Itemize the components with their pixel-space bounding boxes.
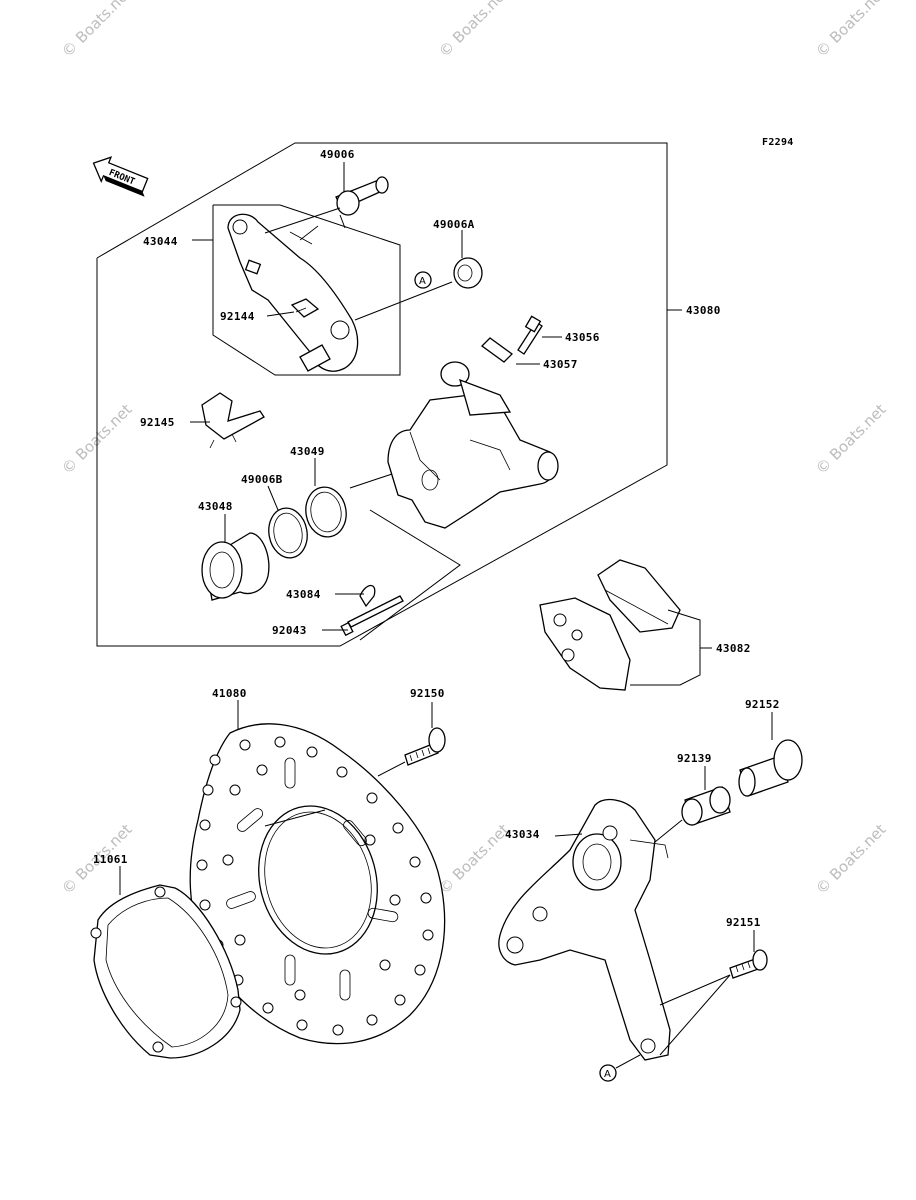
label-43034: 43034 [505, 828, 540, 841]
label-49006: 49006 [320, 148, 355, 161]
label-43048: 43048 [198, 500, 233, 513]
label-43057: 43057 [543, 358, 578, 371]
bushing-92152 [738, 739, 803, 797]
label-11061: 11061 [93, 853, 128, 866]
label-92145: 92145 [140, 416, 175, 429]
label-92043: 92043 [272, 624, 307, 637]
pad-spring-92145 [201, 392, 265, 449]
label-43080: 43080 [686, 304, 721, 317]
figure-code: F2294 [762, 137, 794, 148]
bleeder-valve-43056 [517, 315, 543, 355]
label-41080: 41080 [212, 687, 247, 700]
label-92152: 92152 [745, 698, 780, 711]
bolt-92151 [729, 949, 768, 979]
ref-marker-label: A [604, 1069, 611, 1080]
watermark: © Boats.net [58, 0, 136, 61]
caliper-arm-43034 [498, 798, 671, 1061]
label-49006b: 49006B [241, 473, 283, 486]
brake-pads-43082 [539, 559, 681, 691]
watermark: © Boats.net [812, 400, 890, 478]
bracket-subbox [212, 204, 401, 376]
label-43056: 43056 [565, 331, 600, 344]
label-92151: 92151 [726, 916, 761, 929]
clip-92144 [290, 298, 320, 318]
watermark: © Boats.net [435, 820, 513, 898]
label-43082: 43082 [716, 642, 751, 655]
ref-marker-label: A [419, 276, 426, 287]
brake-disc-41080 [189, 723, 446, 1045]
ref-marker-a-upper: A [414, 271, 432, 289]
front-arrow-icon: FRONT [92, 156, 149, 197]
collar-92139 [681, 786, 731, 826]
caliper-body [387, 361, 559, 529]
ref-marker-a-lower: A [599, 1064, 617, 1082]
label-43044: 43044 [143, 235, 178, 248]
label-92139: 92139 [677, 752, 712, 765]
label-43084: 43084 [286, 588, 321, 601]
part-labels: 49006 49006A 43044 92144 43056 43057 430… [93, 148, 780, 929]
bleeder-cap-43057 [481, 337, 513, 363]
boot-49006a [453, 257, 483, 289]
caliper-bracket-43044 [227, 213, 359, 372]
label-49006a: 49006A [433, 218, 475, 231]
pad-pin-92043 [340, 595, 404, 637]
watermark: © Boats.net [812, 0, 890, 61]
gasket-11061 [90, 884, 242, 1059]
label-43049: 43049 [290, 445, 325, 458]
label-92144: 92144 [220, 310, 255, 323]
bolt-92150 [404, 727, 446, 766]
caliper-assembly-outline [96, 142, 668, 647]
pin-49006 [335, 176, 389, 216]
piston-43048 [201, 532, 270, 601]
leader-lines [119, 162, 773, 952]
watermark: © Boats.net [812, 820, 890, 898]
pin-clip-43084 [359, 584, 376, 608]
watermark: © Boats.net [435, 0, 513, 61]
seal-43049 [305, 486, 347, 538]
label-92150: 92150 [410, 687, 445, 700]
